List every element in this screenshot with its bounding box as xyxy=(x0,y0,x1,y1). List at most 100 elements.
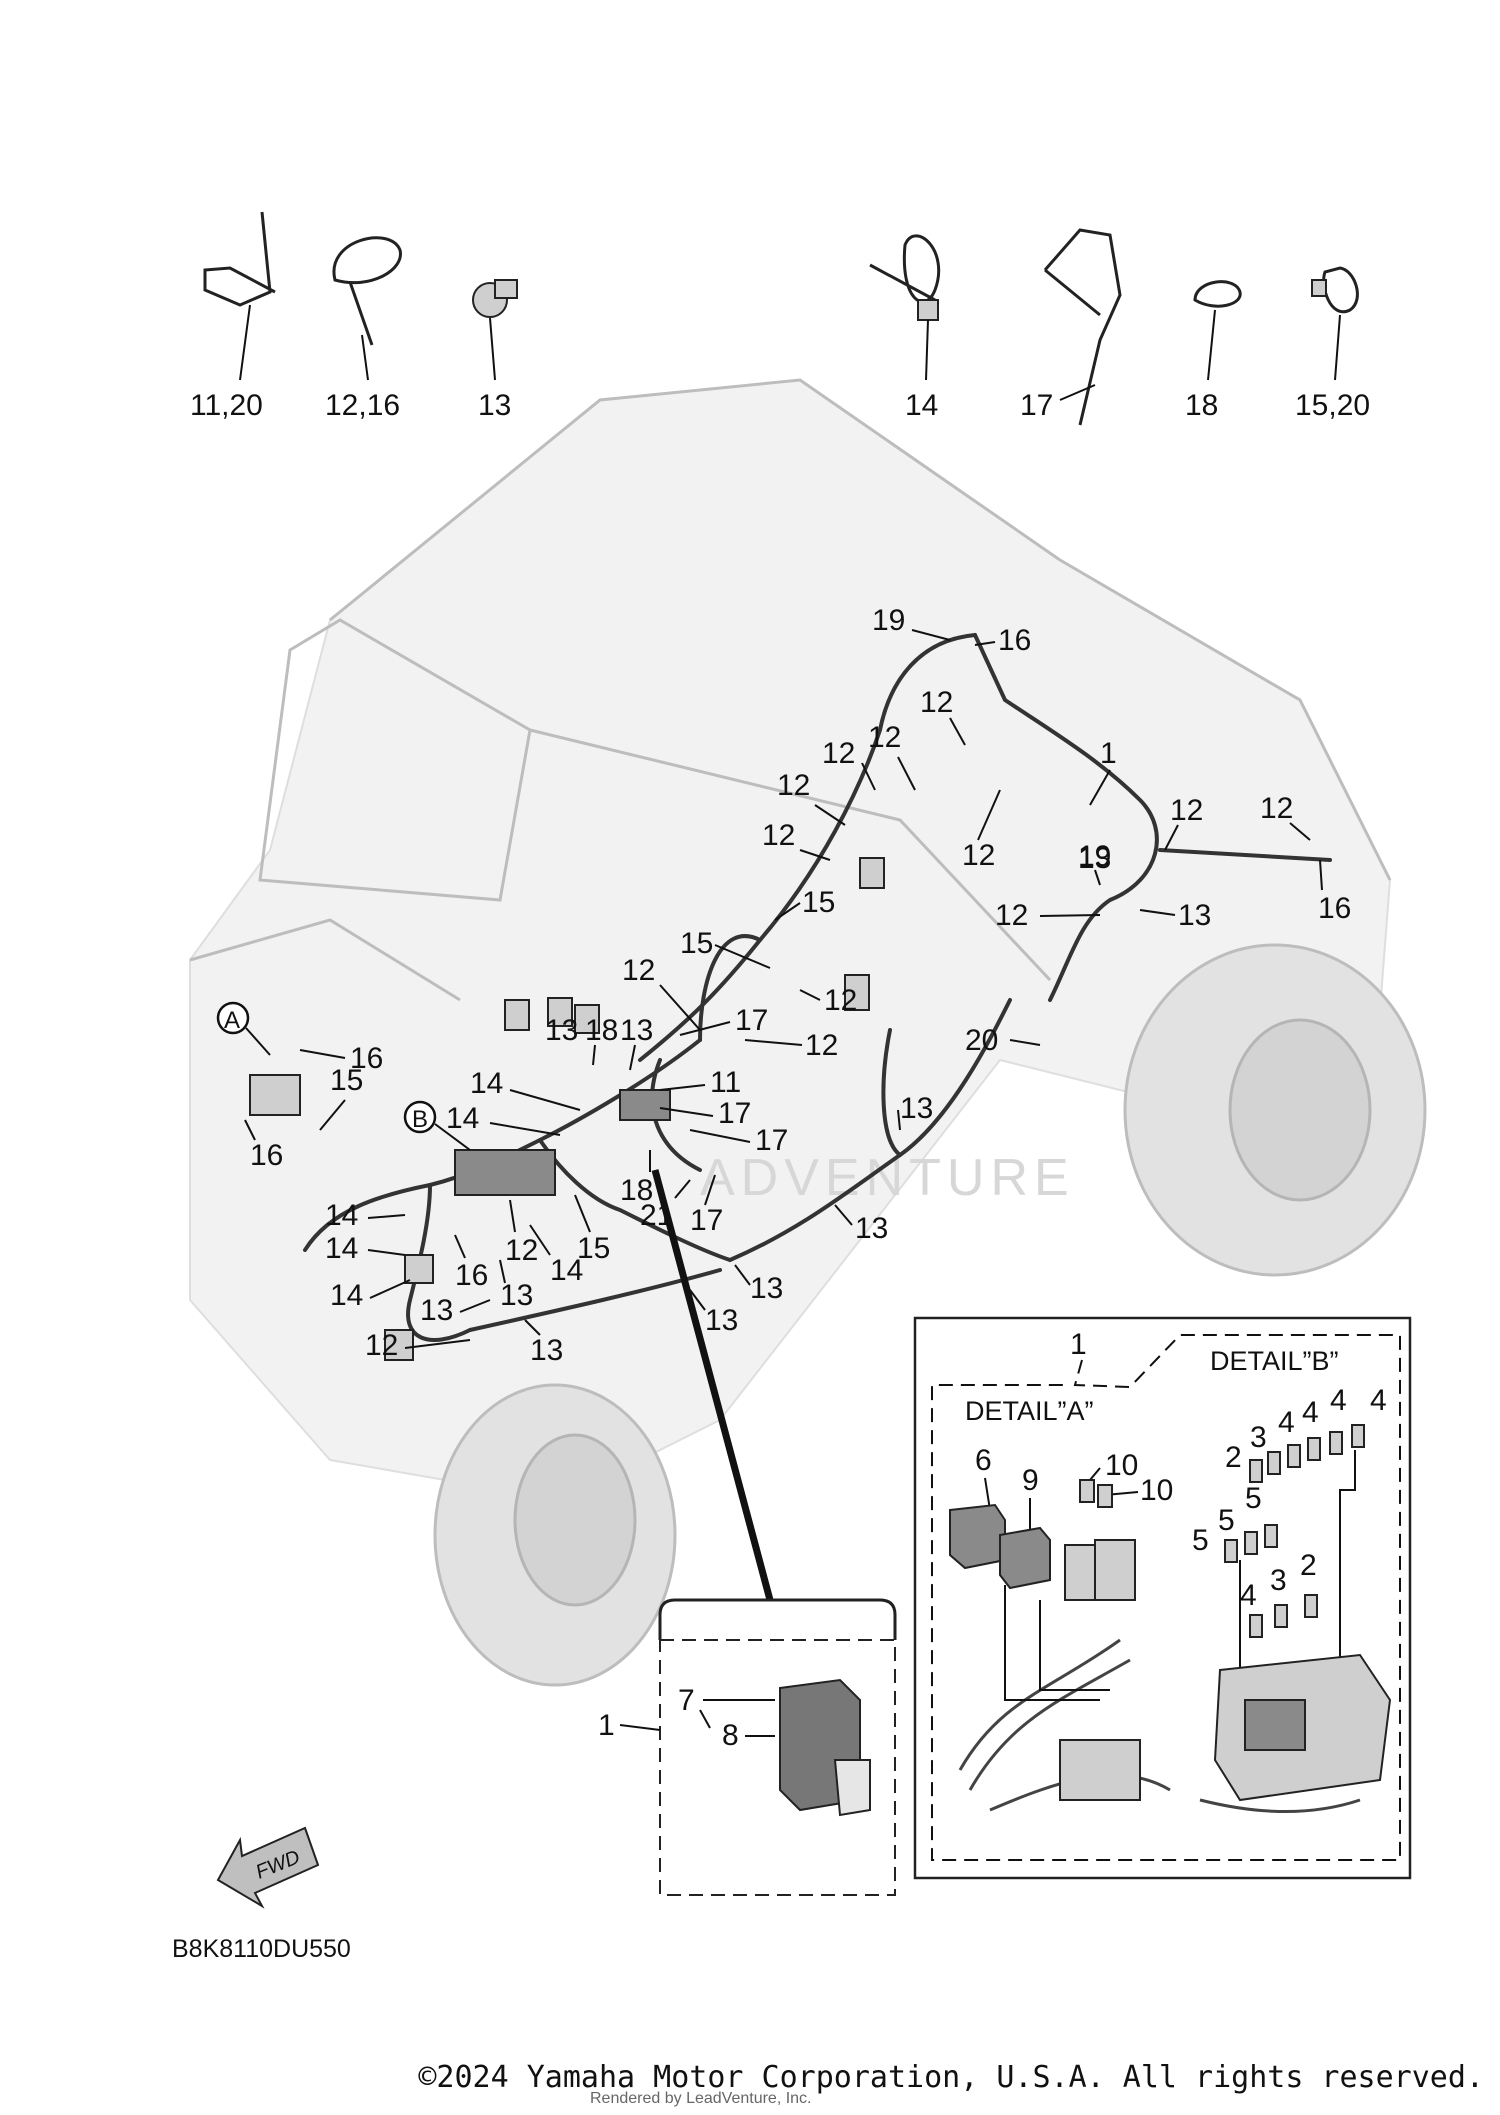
callout: 8 xyxy=(722,1719,739,1752)
callout: 12 xyxy=(805,1029,838,1062)
connector-a xyxy=(249,1074,301,1116)
callout: 4 xyxy=(1330,1384,1347,1417)
callout: 10 xyxy=(1105,1449,1138,1482)
detail-b-parts: 4 4 4 4 3 2 5 5 5 4 3 2 xyxy=(1192,1384,1392,1813)
fwd-arrow: FWD xyxy=(216,1826,320,1909)
part-clip-13: 13 xyxy=(472,279,518,422)
callout: 12 xyxy=(822,737,855,770)
callout: 13 xyxy=(530,1334,563,1367)
detail-a-parts: 6 9 10 10 xyxy=(949,1444,1173,1812)
callout: 13 xyxy=(705,1304,738,1337)
top-part-label: 18 xyxy=(1185,389,1218,422)
part-band-14: 14 xyxy=(869,234,941,422)
callout: 12 xyxy=(962,839,995,872)
callouts: 19 16 12 12 12 12 12 12 1 12 12 16 19 15… xyxy=(216,604,1351,1367)
callout: 13 xyxy=(620,1014,653,1047)
connector xyxy=(844,974,870,1011)
callout: 17 xyxy=(690,1204,723,1237)
callout: 12 xyxy=(365,1329,398,1362)
top-part-label: 12,16 xyxy=(325,389,400,422)
part-clamp-18: 18 xyxy=(1185,280,1242,422)
callout: 16 xyxy=(1318,892,1351,925)
callout: 5 xyxy=(1218,1504,1235,1537)
callout: 13 xyxy=(1178,899,1211,932)
callout: 4 xyxy=(1302,1396,1319,1429)
callout: 14 xyxy=(470,1067,503,1100)
callout: 20 xyxy=(965,1024,998,1057)
wire-harness xyxy=(249,633,1332,1361)
rear-wheel xyxy=(1123,943,1427,1277)
callout: 15 xyxy=(330,1064,363,1097)
callout: 13 xyxy=(750,1272,783,1305)
callout: 12 xyxy=(920,686,953,719)
callout: 12 xyxy=(505,1234,538,1267)
callout: 16 xyxy=(998,624,1031,657)
connector xyxy=(404,1254,434,1284)
callout: 17 xyxy=(735,1004,768,1037)
copyright-notice: ©2024 Yamaha Motor Corporation, U.S.A. A… xyxy=(418,2060,1484,2095)
callout: 14 xyxy=(330,1279,363,1312)
connector xyxy=(574,1004,600,1034)
callout: 17 xyxy=(718,1097,751,1130)
callout: 6 xyxy=(975,1444,992,1477)
callout: 19 xyxy=(872,604,905,637)
top-part-label: 11,20 xyxy=(190,389,263,422)
diagram-code: B8K8110DU550 xyxy=(172,1935,351,1963)
callout: 15 xyxy=(577,1232,610,1265)
callout: 13 xyxy=(500,1279,533,1312)
connector xyxy=(859,857,885,889)
connector-block xyxy=(454,1149,556,1196)
callout: 12 xyxy=(762,819,795,852)
callout: 14 xyxy=(325,1232,358,1265)
callout: 12 xyxy=(1170,794,1203,827)
circle-b-marker: B xyxy=(403,1100,471,1151)
callout: 5 xyxy=(1245,1482,1262,1515)
detail-b-title: DETAIL”B” xyxy=(1210,1346,1339,1376)
callout: 14 xyxy=(550,1254,583,1287)
callout: 13 xyxy=(1078,842,1111,875)
callout: 1 xyxy=(598,1709,615,1742)
top-parts-row: 11,20 12,16 13 14 17 xyxy=(190,211,1370,426)
callout: 14 xyxy=(325,1199,358,1232)
callout: 1 xyxy=(1070,1328,1087,1361)
connector-block xyxy=(619,1089,671,1121)
callout: 12 xyxy=(622,954,655,987)
callout: 19 xyxy=(1078,840,1111,873)
callout: 12 xyxy=(995,899,1028,932)
top-part-label: 14 xyxy=(905,389,938,422)
callout: 11 xyxy=(710,1066,741,1099)
front-wheel xyxy=(433,1383,677,1687)
callout: 18 xyxy=(585,1014,618,1047)
circle-a-label: A xyxy=(224,1007,240,1034)
callout: 13 xyxy=(855,1212,888,1245)
callout: 2 xyxy=(1225,1441,1242,1474)
callout: 13 xyxy=(900,1092,933,1125)
connector xyxy=(547,997,573,1027)
callout: 7 xyxy=(678,1684,695,1717)
callout: 12 xyxy=(777,769,810,802)
callout: 3 xyxy=(1250,1421,1267,1454)
callout: 15 xyxy=(680,927,713,960)
callout: 1 xyxy=(1100,737,1117,770)
part-cable-tie-11-20: 11,20 xyxy=(190,211,276,422)
callout: 16 xyxy=(455,1259,488,1292)
callout: 12 xyxy=(824,984,857,1017)
top-part-label: 17 xyxy=(1020,389,1053,422)
relay-inset: 1 7 8 xyxy=(598,1598,897,1896)
part-cable-tie-17: 17 xyxy=(1020,228,1122,426)
top-part-label: 13 xyxy=(478,389,511,422)
callout: 5 xyxy=(1192,1524,1209,1557)
callout: 16 xyxy=(350,1042,383,1075)
callout: 12 xyxy=(868,721,901,754)
vehicle-outline: ADVENTURE xyxy=(189,378,1427,1687)
watermark-text: ADVENTURE xyxy=(700,1149,1075,1207)
callout: 4 xyxy=(1240,1579,1257,1612)
callout: 18 xyxy=(620,1174,653,1207)
inset-leader xyxy=(651,1169,774,1601)
connector xyxy=(504,999,530,1031)
callout: 2 xyxy=(1300,1549,1317,1582)
callout: 10 xyxy=(1140,1474,1173,1507)
callout: 4 xyxy=(1278,1406,1295,1439)
callout: 4 xyxy=(1370,1384,1387,1417)
